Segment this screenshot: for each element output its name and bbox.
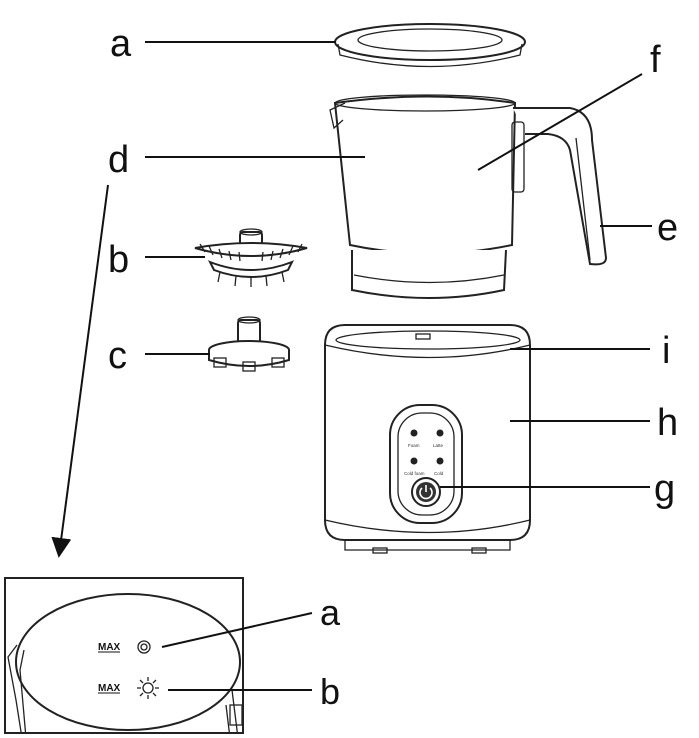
control-panel: Foam Latte Cold foam Cold [389,404,463,524]
mode-label-cold: Cold [434,471,444,476]
inset-label-b: b [320,671,340,712]
max-ring-icon [137,640,151,654]
jug [329,94,608,299]
heating-stirrer [208,316,290,372]
label-b: b [108,239,129,281]
label-g: g [654,468,675,510]
inset-detail: MAX MAX [4,577,244,734]
label-e: e [657,207,678,249]
mode-label-latte: Latte [433,443,444,448]
power-button[interactable] [411,477,441,507]
label-h: h [657,402,678,444]
label-f: f [650,39,661,81]
mode-indicator-icon [410,429,444,465]
mode-label-foam: Foam [408,443,420,448]
label-a: a [110,23,132,65]
label-c: c [108,335,127,377]
leader-line-f [477,73,643,171]
leader-line-inset-a [161,612,313,648]
max-label-bottom: MAX [98,683,121,694]
max-whisk-icon [137,677,159,699]
lid [334,23,526,68]
power-icon [419,485,433,500]
whisk [194,228,308,287]
max-label-top: MAX [98,642,121,653]
label-d: d [108,139,129,181]
mode-label-cold-foam: Cold foam [404,471,425,476]
label-i: i [662,330,670,372]
arrow-down-icon [51,184,109,558]
inset-label-a: a [320,592,341,633]
